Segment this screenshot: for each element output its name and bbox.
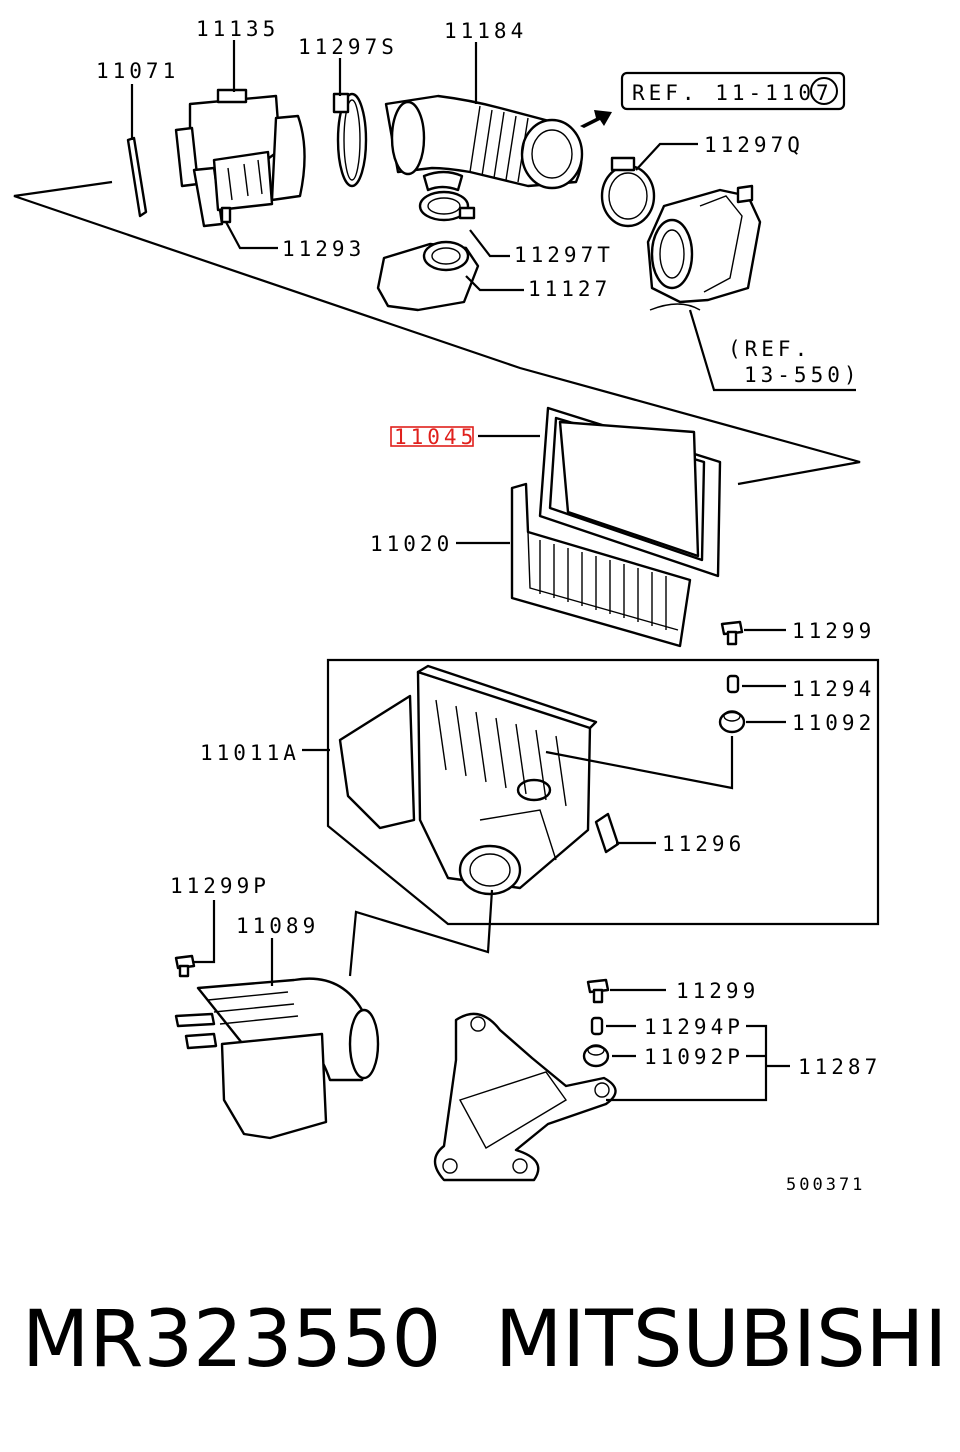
label-ref-13-550-line1[interactable]: (REF. <box>728 337 811 361</box>
label-11294P[interactable]: 11294P <box>644 1015 744 1039</box>
part-number-text: MR323550 <box>22 1295 442 1385</box>
label-ref-13-550-line2[interactable]: 13-550) <box>744 363 861 387</box>
label-11296[interactable]: 11296 <box>662 832 745 856</box>
label-11089[interactable]: 11089 <box>236 914 319 938</box>
air-cleaner-case-11011A-part <box>338 664 598 896</box>
label-11092P[interactable]: 11092P <box>644 1045 744 1069</box>
leader-lines <box>130 40 856 1102</box>
grommet-11092-part <box>718 710 746 734</box>
label-11071[interactable]: 11071 <box>96 59 179 83</box>
bracket-11287-part <box>433 1012 617 1182</box>
gasket-11071-part <box>126 136 148 218</box>
resonator-11127-part <box>376 240 480 312</box>
hose-clamp-11297Q-part <box>600 156 656 228</box>
ref-11-110-label: REF. 11-110 <box>632 81 815 105</box>
label-11135[interactable]: 11135 <box>196 17 279 41</box>
label-11297Q[interactable]: 11297Q <box>704 133 804 157</box>
footer-caption: MR323550 MITSUBISHI <box>0 1290 960 1400</box>
throttle-body-part <box>646 184 762 311</box>
assembly-guide-lines <box>13 180 861 486</box>
ref-11-110-box[interactable]: REF. 11-110 7 <box>620 71 846 111</box>
hose-clamp-11297S-part <box>332 92 368 188</box>
label-11020[interactable]: 11020 <box>370 532 453 556</box>
label-11293[interactable]: 11293 <box>282 237 365 261</box>
clip-11293-part <box>220 206 232 224</box>
air-cleaner-case-frame <box>326 658 880 926</box>
air-intake-hose-11184-part <box>384 94 584 192</box>
clip-11296-part <box>594 812 620 854</box>
highlight-box <box>390 426 474 447</box>
air-filter-element-11020-part <box>510 482 692 648</box>
grommet-11092P-part <box>582 1044 610 1068</box>
label-11184[interactable]: 11184 <box>444 19 527 43</box>
ref-arrow-icon <box>580 110 612 128</box>
label-11299-upper[interactable]: 11299 <box>792 619 875 643</box>
label-11297S[interactable]: 11297S <box>298 35 398 59</box>
brand-name-text: MITSUBISHI <box>495 1295 948 1385</box>
ref-circle-number: 7 <box>816 81 829 105</box>
filter-frame-11045-part <box>538 406 722 578</box>
label-11092[interactable]: 11092 <box>792 711 875 735</box>
label-11294[interactable]: 11294 <box>792 677 875 701</box>
hose-clamp-11297T-part <box>418 190 476 222</box>
air-duct-11089-part <box>174 977 380 1140</box>
diagram-number: 500371 <box>786 1175 865 1195</box>
bolt-11299-lower-part <box>586 978 610 1004</box>
bolt-11299P-part <box>174 954 196 978</box>
label-11299P[interactable]: 11299P <box>170 874 270 898</box>
bolt-11299-part <box>720 620 744 646</box>
label-11011A[interactable]: 11011A <box>200 741 300 765</box>
bushing-11294P-part <box>590 1016 604 1036</box>
label-11287[interactable]: 11287 <box>798 1055 881 1079</box>
label-11045-highlighted[interactable]: 11045 <box>394 425 477 449</box>
label-11127[interactable]: 11127 <box>528 277 611 301</box>
part-labels: 11135 11297S 11184 11071 11297Q 11293 11… <box>96 17 881 1195</box>
air-flow-sensor-11135-part <box>174 88 306 228</box>
label-11297T[interactable]: 11297T <box>514 243 614 267</box>
label-11299-lower[interactable]: 11299 <box>676 979 759 1003</box>
bushing-11294-part <box>726 674 740 694</box>
